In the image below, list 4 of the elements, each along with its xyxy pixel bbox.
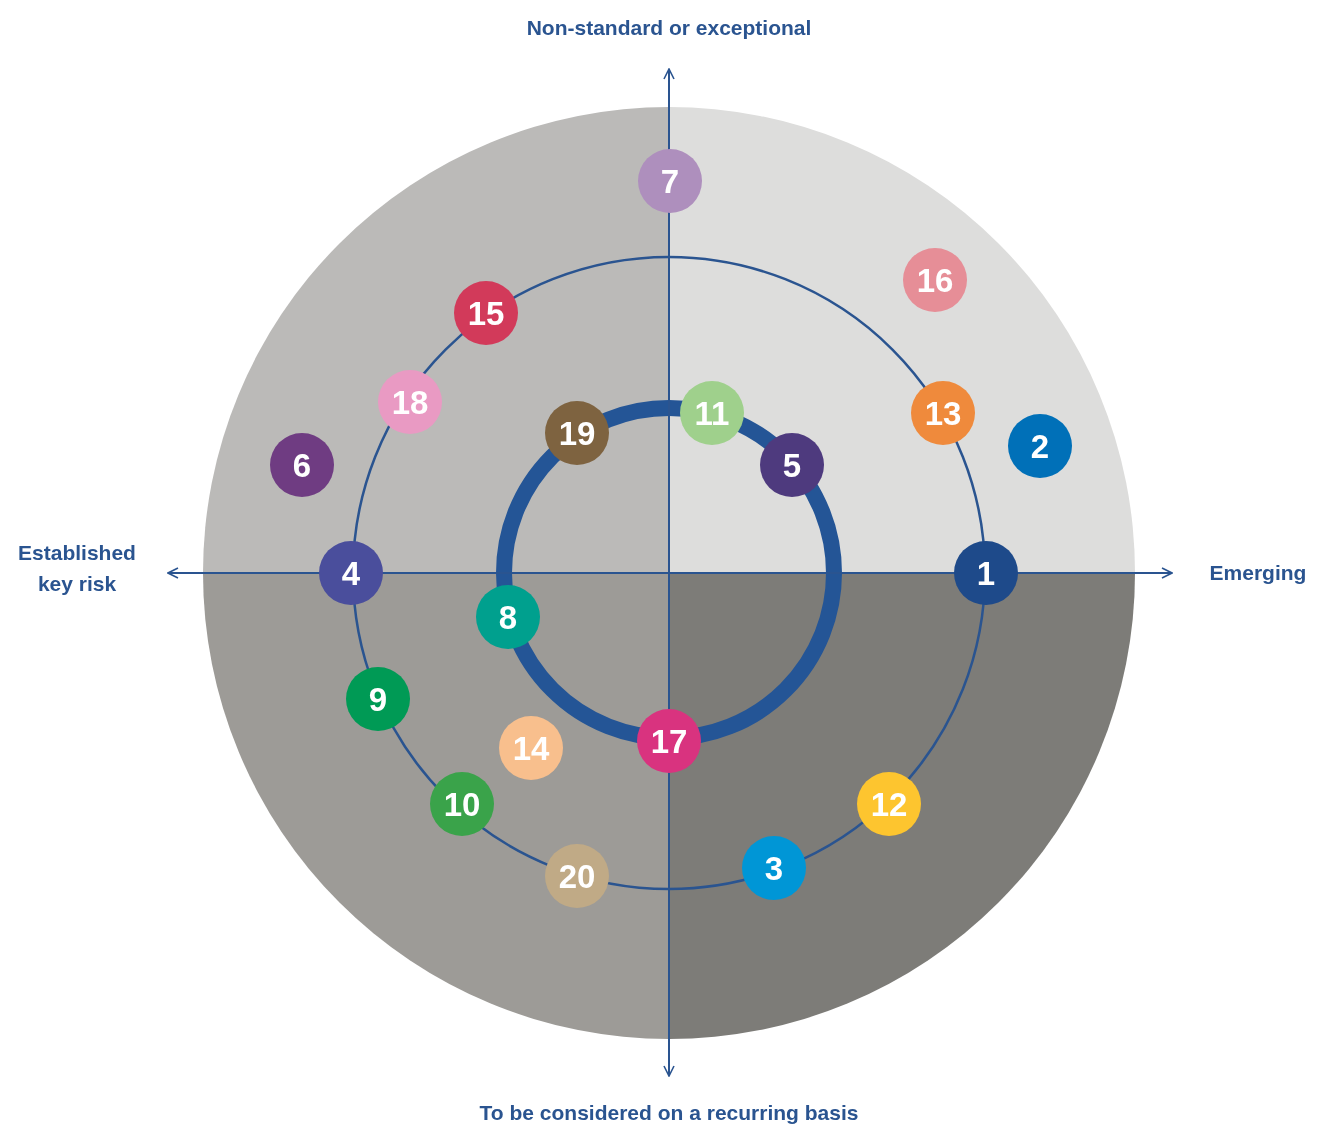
axis-label: Established key risk	[17, 540, 137, 597]
axis-label: Emerging	[1208, 560, 1308, 586]
axis-label: To be considered on a recurring basis	[478, 1100, 860, 1124]
axis-label: Non-standard or exceptional	[525, 15, 813, 41]
